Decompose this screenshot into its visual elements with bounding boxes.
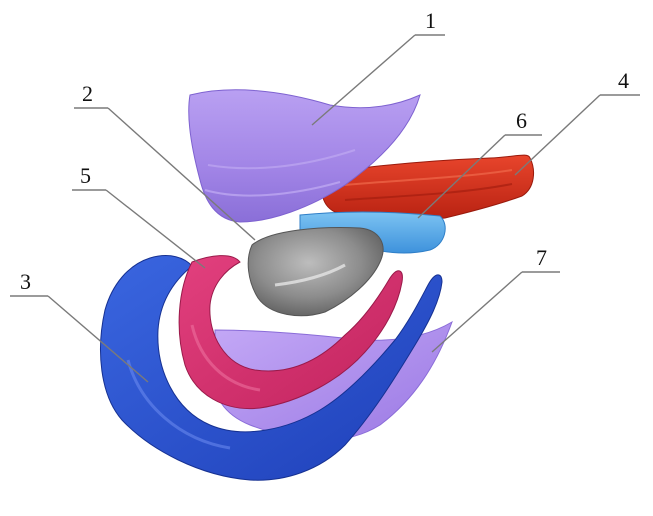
leader-line-7 [432, 272, 522, 352]
callout-label-5: 5 [80, 163, 91, 188]
callout-label-1: 1 [425, 8, 436, 33]
callout-label-2: 2 [82, 81, 93, 106]
callout-label-7: 7 [536, 245, 547, 270]
callout-label-4: 4 [618, 68, 629, 93]
callout-label-6: 6 [516, 108, 527, 133]
part-2-shape [248, 228, 383, 316]
callout-label-3: 3 [20, 269, 31, 294]
